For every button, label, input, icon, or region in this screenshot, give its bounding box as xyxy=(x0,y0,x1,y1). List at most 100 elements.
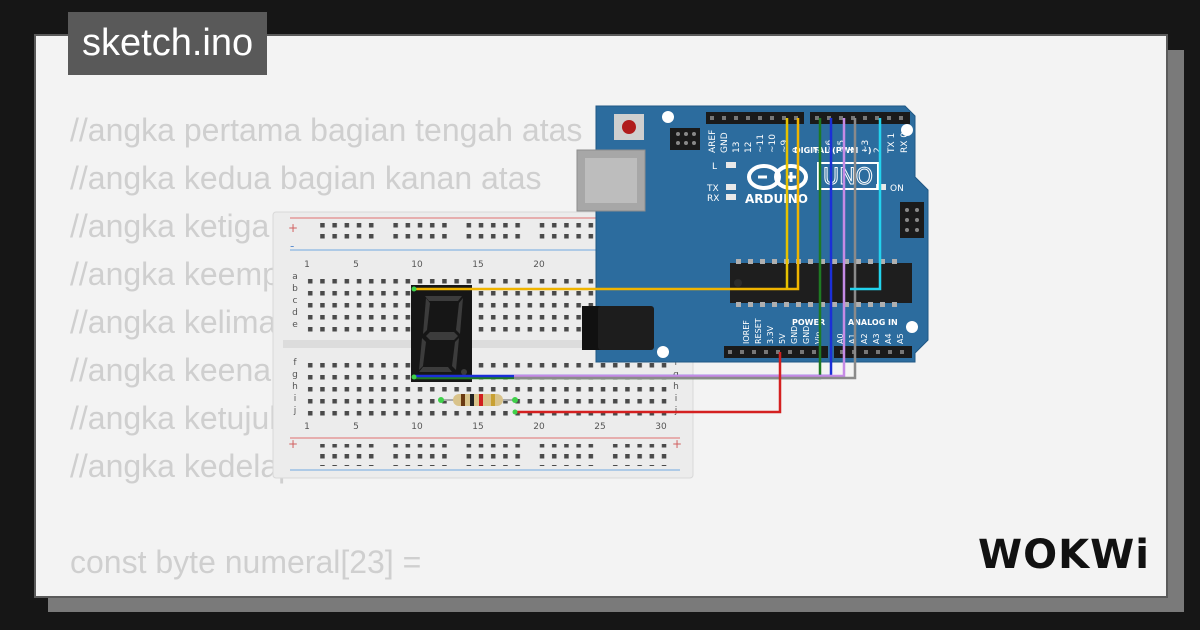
pin-label: 12 xyxy=(744,142,754,153)
led-rx xyxy=(726,194,736,200)
wire-gray[interactable] xyxy=(514,118,857,380)
usb-connector-inner xyxy=(585,158,637,203)
pin-label: RX 0 xyxy=(900,132,910,153)
wire-red[interactable] xyxy=(515,352,782,414)
column-number: 10 xyxy=(411,260,423,270)
resistor-band xyxy=(461,394,465,406)
analog-header xyxy=(834,346,912,358)
file-name-tab[interactable]: sketch.ino xyxy=(68,12,268,75)
pin-label: ~9 xyxy=(780,139,790,153)
column-number: 15 xyxy=(472,260,483,270)
wire-endpoint-dot xyxy=(411,374,417,380)
pin-label: A3 xyxy=(872,333,881,344)
uno-badge xyxy=(817,162,879,190)
bottom-rail-holes xyxy=(314,444,670,466)
row-letter: g xyxy=(292,370,298,380)
rail-plus-bottom-right: + xyxy=(672,437,682,451)
wokwi-logo-text: WOKWi xyxy=(978,532,1150,578)
mounting-hole xyxy=(662,111,674,123)
code-line: const byte numeral[23] = xyxy=(70,544,422,580)
wire-orange[interactable] xyxy=(414,118,800,291)
brand-label: ARDUINO xyxy=(745,192,808,206)
row-letter: h xyxy=(292,382,298,392)
analog-header-label: ANALOG IN xyxy=(848,318,898,327)
led-l xyxy=(726,162,736,168)
pin-label: GND xyxy=(720,132,730,153)
pin-label: ~11 xyxy=(756,134,766,153)
pin-label: GND xyxy=(802,326,811,344)
column-number: 20 xyxy=(533,260,545,270)
rail-minus-top: - xyxy=(290,239,294,253)
resistor-band xyxy=(491,394,495,406)
row-letter: f xyxy=(674,358,678,368)
pin-label: A4 xyxy=(884,333,893,344)
code-line: //angka kedua bagian kanan atas xyxy=(70,160,542,196)
wire-cyan[interactable] xyxy=(850,118,882,291)
icsp-header-top xyxy=(670,128,700,150)
mounting-hole xyxy=(657,346,669,358)
pin-label: TX 1 xyxy=(887,133,897,154)
pin-label: 5V xyxy=(778,333,787,344)
column-number: 5 xyxy=(353,422,359,432)
pin-label: ~5 xyxy=(837,140,847,153)
chip-notch xyxy=(734,279,742,287)
pin-label: A0 xyxy=(836,333,845,344)
row-letter: e xyxy=(292,320,298,330)
arduino-infinity-icon xyxy=(747,164,808,190)
pin-label: ~3 xyxy=(861,140,871,153)
rail-plus-top: + xyxy=(288,221,298,235)
row-letter: d xyxy=(292,308,298,318)
wokwi-logo[interactable]: WOKWi xyxy=(970,520,1160,590)
digital-header-left xyxy=(706,112,804,124)
resistor-band xyxy=(470,394,474,406)
resistor-pin-dot xyxy=(438,397,444,403)
seven-segment-display[interactable] xyxy=(411,285,472,382)
led-label-l: L xyxy=(712,162,717,172)
wire-violet[interactable] xyxy=(514,118,846,378)
arduino-uno-board[interactable]: AREF GND 13 12 ~11 ~10 ~9 8 7 ~6 ~5 4 ~3… xyxy=(576,105,929,363)
pin-label: Vin xyxy=(814,331,823,344)
mounting-hole xyxy=(906,321,918,333)
column-number: 25 xyxy=(594,422,605,432)
led-label-tx: TX xyxy=(706,184,719,194)
terminal-holes-bottom xyxy=(302,357,668,417)
column-number: 1 xyxy=(304,260,310,270)
dc-power-jack-barrel xyxy=(598,306,654,350)
wire-endpoint-dot xyxy=(512,409,518,415)
led-label-on: ON xyxy=(890,184,904,194)
digital-header-right xyxy=(810,112,910,124)
column-number: 30 xyxy=(655,422,667,432)
led-tx xyxy=(726,184,736,190)
pin-label: 3.3V xyxy=(766,325,775,344)
wire-endpoint-dot xyxy=(411,286,417,292)
row-letter: c xyxy=(293,296,298,306)
power-header-label: POWER xyxy=(792,318,825,327)
pin-label: A5 xyxy=(896,333,905,344)
pin-label: AREF xyxy=(708,130,718,153)
row-letter: i xyxy=(294,394,297,404)
led-label-rx: RX xyxy=(707,194,719,204)
pin-label: A1 xyxy=(848,333,857,344)
resistor-pin-dot xyxy=(512,397,518,403)
code-line: { xyxy=(70,586,582,596)
pin-label: ~10 xyxy=(768,134,778,153)
mounting-hole xyxy=(901,124,913,136)
pin-label: GND xyxy=(790,326,799,344)
row-letter: j xyxy=(293,406,297,416)
column-number: 5 xyxy=(353,260,359,270)
pin-label: IOREF xyxy=(742,320,751,344)
reset-button[interactable] xyxy=(622,120,636,134)
pin-label: RESET xyxy=(754,318,763,344)
column-number: 1 xyxy=(304,422,310,432)
column-number: 15 xyxy=(472,422,483,432)
digital-header-label: DIGITAL (PWM ~) xyxy=(794,146,872,155)
row-letter: f xyxy=(293,358,297,368)
icsp-header-right xyxy=(900,202,924,238)
resistor-body xyxy=(453,394,503,406)
center-channel xyxy=(283,340,683,348)
column-number: 10 xyxy=(411,422,423,432)
resistor[interactable] xyxy=(438,394,518,406)
wires[interactable] xyxy=(414,118,882,414)
pin-label: A2 xyxy=(860,333,869,344)
